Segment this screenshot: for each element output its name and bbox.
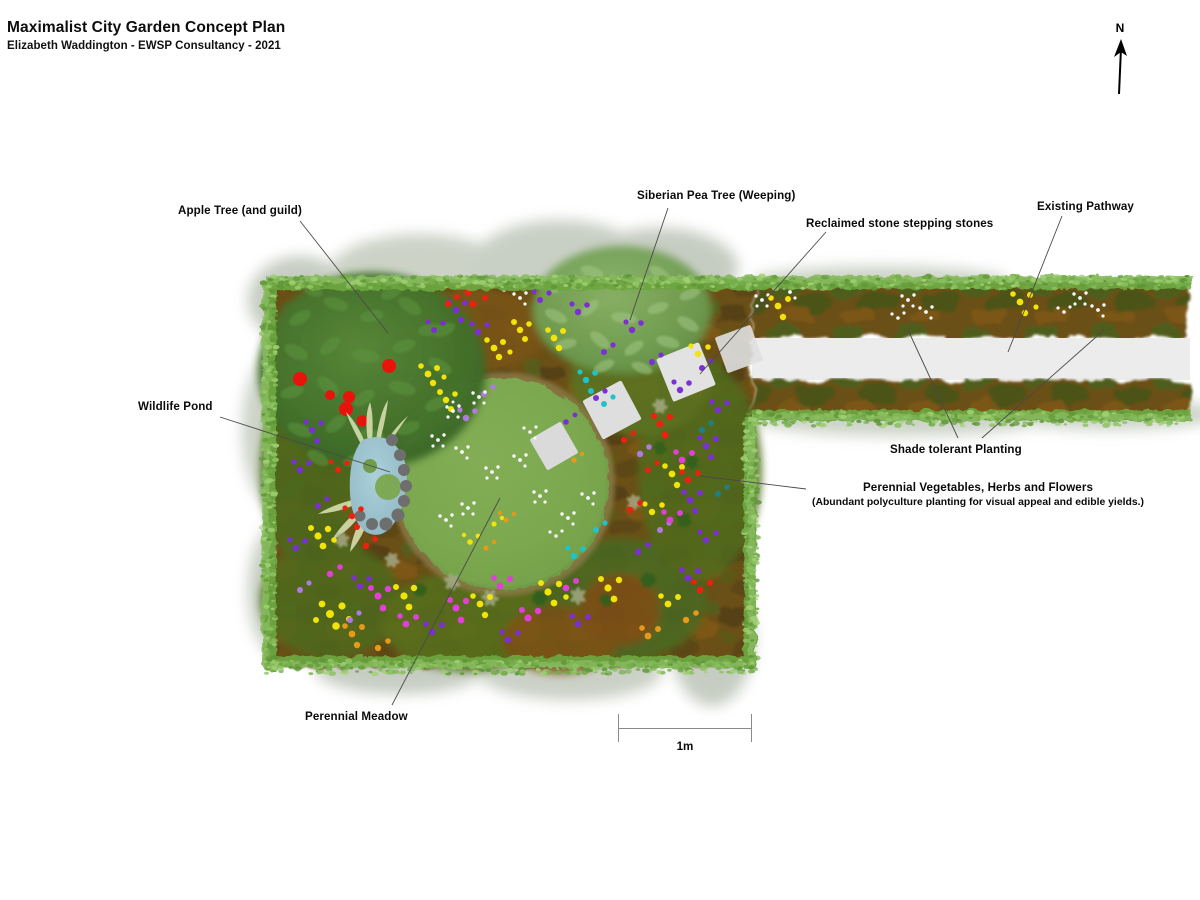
scale-bar: 1m (618, 714, 752, 754)
wildlife-pond (318, 400, 412, 552)
north-arrow-icon (1114, 39, 1127, 95)
label-wildlife-pond: Wildlife Pond (138, 400, 213, 413)
perennial-meadow-leader (391, 497, 501, 706)
label-apple-tree: Apple Tree (and guild) (178, 204, 302, 217)
label-shade-tolerant-planting: Shade tolerant Planting (890, 443, 1022, 456)
scale-bar-tick-right (751, 714, 752, 742)
shade-tolerant-leader-south (981, 329, 1105, 439)
stepping-stone (530, 422, 578, 470)
siberian-pea-leader (629, 207, 669, 321)
pond-marginal-reeds (318, 400, 408, 552)
stepping-stone (656, 342, 716, 402)
pathway-wing (752, 284, 1190, 418)
flowers-red (328, 281, 713, 594)
scale-bar-tick-left (618, 714, 619, 742)
north-label: N (1115, 21, 1125, 35)
north-arrow: N (1100, 22, 1140, 102)
label-perennial-vegetables: Perennial Vegetables, Herbs and Flowers … (812, 480, 1144, 510)
page-title: Maximalist City Garden Concept Plan (7, 19, 286, 36)
flowers-white (430, 283, 1106, 538)
stepping-stones-group (530, 325, 763, 470)
hedge-leaf-texture (258, 273, 1192, 677)
apple-tree-leader (299, 220, 389, 334)
pond-stone-edging (354, 434, 412, 531)
label-perennial-meadow: Perennial Meadow (305, 710, 408, 723)
scale-bar-rule (618, 728, 752, 729)
existing-pathway-leader (1007, 215, 1063, 353)
flowers-purple (287, 289, 730, 644)
label-perennial-vegetables-title: Perennial Vegetables, Herbs and Flowers (862, 481, 1094, 494)
stepping-stone (715, 325, 763, 373)
label-stepping-stones: Reclaimed stone stepping stones (806, 217, 994, 230)
shrub-clumps (413, 441, 698, 607)
shade-planting-bed-north (752, 284, 1190, 338)
pea-leaf-cluster (544, 265, 701, 375)
existing-pathway-surface (752, 338, 1190, 380)
label-perennial-vegetables-note: (Abundant polyculture planting for visua… (812, 496, 1144, 508)
label-existing-pathway: Existing Pathway (1037, 200, 1134, 213)
leader-lines (219, 207, 1105, 706)
shade-tolerant-leader-north (907, 329, 959, 439)
scale-bar-label: 1m (676, 740, 694, 753)
title-block: Maximalist City Garden Concept Plan Eliz… (7, 18, 607, 52)
flowers-cyan (565, 369, 616, 560)
flowers-magenta (326, 449, 695, 628)
apple-fruit-markers (293, 359, 396, 427)
flowers-teal (698, 420, 730, 497)
wildlife-pond-leader (219, 416, 391, 473)
flowers-orange (342, 451, 699, 652)
label-siberian-pea-tree: Siberian Pea Tree (Weeping) (637, 189, 796, 202)
feathery-foliage (334, 398, 668, 607)
perennial-veg-leader (699, 475, 807, 490)
stepping-stones-leader (699, 231, 827, 375)
page-subtitle: Elizabeth Waddington - EWSP Consultancy … (7, 40, 281, 53)
flowers-yellow (308, 291, 1039, 630)
